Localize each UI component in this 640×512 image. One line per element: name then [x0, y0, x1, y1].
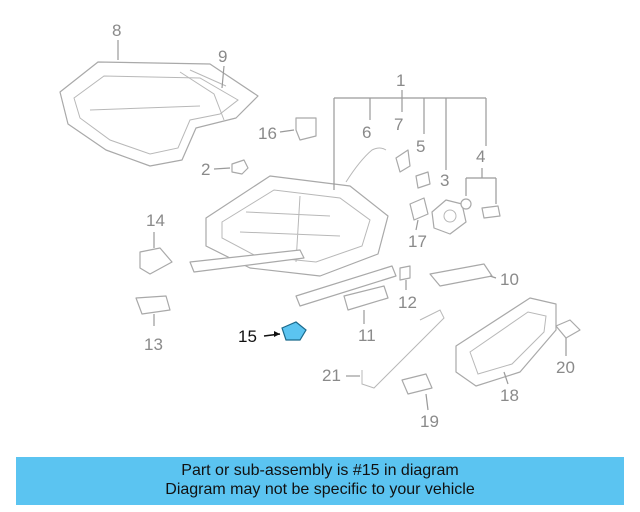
callout-9: 9 — [218, 47, 227, 66]
callout-12: 12 — [398, 293, 417, 312]
clip-part-16[interactable] — [295, 117, 317, 141]
callout-21: 21 — [322, 366, 341, 385]
bracket-part-14[interactable] — [139, 247, 173, 275]
cap-part-5[interactable] — [415, 171, 431, 189]
callout-10: 10 — [500, 270, 519, 289]
bolt-part-2[interactable] — [231, 159, 249, 175]
cover-part-11[interactable] — [343, 285, 389, 311]
callout-8: 8 — [112, 21, 121, 40]
callout-1: 1 — [396, 71, 405, 90]
callout-7: 7 — [394, 115, 403, 134]
side-panel-part-18[interactable] — [455, 297, 557, 387]
banner-line-2: Diagram may not be specific to your vehi… — [165, 481, 475, 498]
callout-14: 14 — [146, 211, 165, 230]
callout-2: 2 — [201, 160, 210, 179]
cable-part-6[interactable] — [345, 147, 387, 183]
callout-5: 5 — [416, 137, 425, 156]
lever-part-7[interactable] — [395, 149, 411, 173]
callout-3: 3 — [440, 171, 449, 190]
bracket-part-19[interactable] — [401, 373, 433, 395]
callout-13: 13 — [144, 335, 163, 354]
callout-15: 15 — [238, 327, 257, 346]
part-info-banner: Part or sub-assembly is #15 in diagram D… — [16, 457, 624, 505]
pad-part-13[interactable] — [135, 295, 171, 315]
knob-part-20[interactable] — [555, 319, 581, 339]
callout-16: 16 — [258, 124, 277, 143]
callout-18: 18 — [500, 386, 519, 405]
seat-parts-diagram: 8 9 16 2 1 6 7 5 3 — [59, 21, 581, 431]
callout-19: 19 — [420, 412, 439, 431]
trim-part-10[interactable] — [429, 263, 493, 287]
callout-17: 17 — [408, 232, 427, 251]
clip-part-12[interactable] — [399, 265, 411, 281]
bolts-part-4[interactable] — [460, 198, 501, 219]
rod-part-21[interactable] — [361, 309, 445, 389]
seat-frame-part-1[interactable] — [189, 175, 397, 307]
seat-cushion-part-8[interactable] — [59, 61, 259, 167]
callout-4: 4 — [476, 147, 485, 166]
highlighted-part-15[interactable] — [281, 321, 307, 341]
bracket-part-17[interactable] — [409, 197, 429, 221]
banner-line-1: Part or sub-assembly is #15 in diagram — [181, 462, 459, 479]
callout-6: 6 — [362, 123, 371, 142]
callout-20: 20 — [556, 358, 575, 377]
recliner-part-3[interactable] — [431, 199, 467, 235]
callout-11: 11 — [358, 326, 376, 345]
seat-cover-part-9[interactable] — [189, 69, 227, 87]
